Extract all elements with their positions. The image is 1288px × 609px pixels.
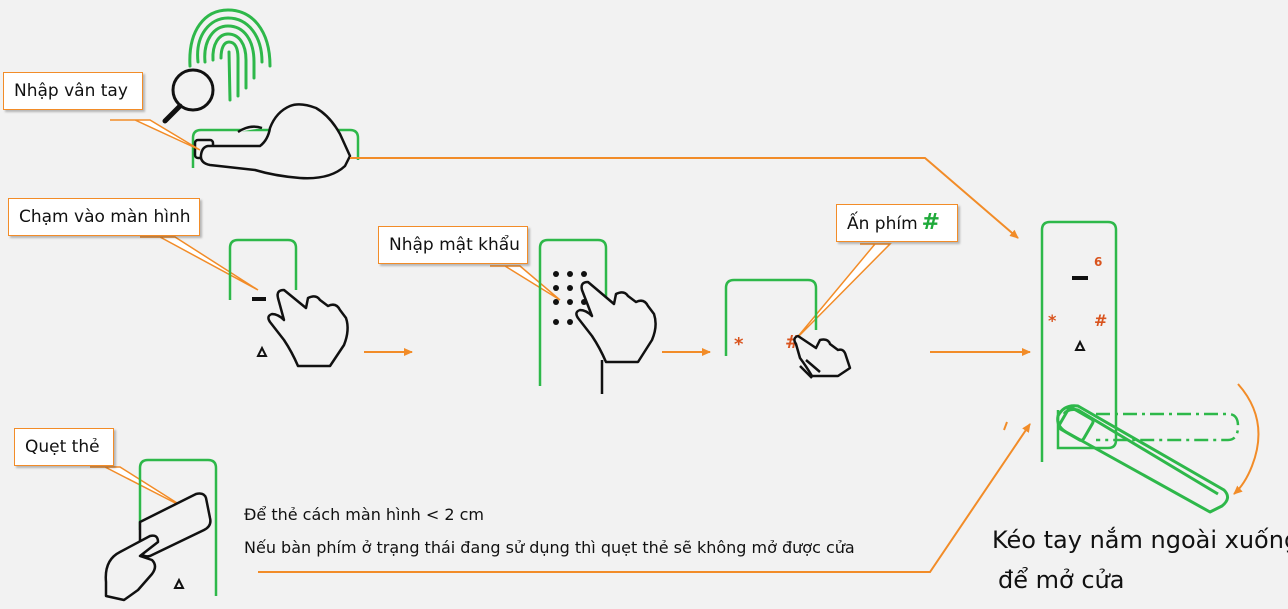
callout-fingerprint-text: Nhập vân tay [14, 81, 128, 101]
callout-hash-symbol: # [921, 210, 941, 235]
arrow-fingerprint-to-final [350, 157, 1019, 239]
door-handle-icon [1056, 404, 1229, 514]
final-keyhole-icon [1074, 339, 1086, 351]
lock-panel-final [1040, 220, 1118, 462]
callout-pointer-touch [140, 236, 259, 291]
final-step-line1: Kéo tay nắm ngoài xuống [992, 526, 1288, 554]
note-card-distance: Để thẻ cách màn hình < 2 cm [244, 505, 485, 524]
final-hash-symbol: # [1094, 311, 1107, 330]
callout-fingerprint: Nhập vân tay [3, 72, 143, 110]
callout-pointer-card [90, 466, 186, 509]
callout-enter-password: Nhập mật khẩu [378, 226, 528, 264]
rotation-arrow-icon [1233, 383, 1260, 495]
handle-rest-outline [1096, 412, 1240, 442]
callout-pointer-hash [794, 243, 892, 341]
lock-keyhole-icon [256, 345, 268, 357]
star-key-symbol: * [734, 334, 744, 355]
lock-panel-card [138, 458, 218, 596]
callout-touch-screen: Chạm vào màn hình [8, 198, 200, 236]
callout-pointer-fingerprint [110, 119, 201, 151]
callout-touch-text: Chạm vào màn hình [19, 207, 191, 227]
lock-panel-password [538, 238, 608, 386]
callout-press-hash: Ấn phím# [836, 204, 958, 242]
flow-arrows [258, 157, 1031, 573]
magnifier-icon [162, 68, 215, 124]
hand-press-icon [793, 334, 852, 379]
fingerprint-icon [188, 8, 272, 102]
lock-keyhole-icon-card [173, 577, 185, 589]
arrow-card-to-final [258, 423, 1031, 573]
callout-swipe-card: Quẹt thẻ [14, 428, 114, 466]
hand-card-icon [104, 534, 160, 602]
hand-touch-icon [267, 288, 349, 368]
callout-password-text: Nhập mật khẩu [389, 235, 520, 255]
final-step-line2: để mở cửa [998, 566, 1125, 594]
note-card-warning: Nếu bàn phím ở trạng thái đang sử dụng t… [244, 538, 855, 557]
final-star-symbol: * [1048, 311, 1057, 330]
hand-password-icon [575, 280, 657, 364]
lock-panel-hash [724, 278, 818, 356]
callout-hash-text: Ấn phím [847, 214, 918, 234]
hand-fingerprint-icon [199, 103, 352, 180]
callout-pointer-password [490, 265, 561, 301]
six-key-symbol: 6 [1094, 255, 1102, 269]
final-dash-mark [1072, 276, 1088, 280]
small-tick-mark [1003, 421, 1008, 431]
callout-card-text: Quẹt thẻ [25, 437, 100, 457]
screen-dash-mark [252, 297, 266, 301]
lock-panel-touch [228, 238, 298, 300]
